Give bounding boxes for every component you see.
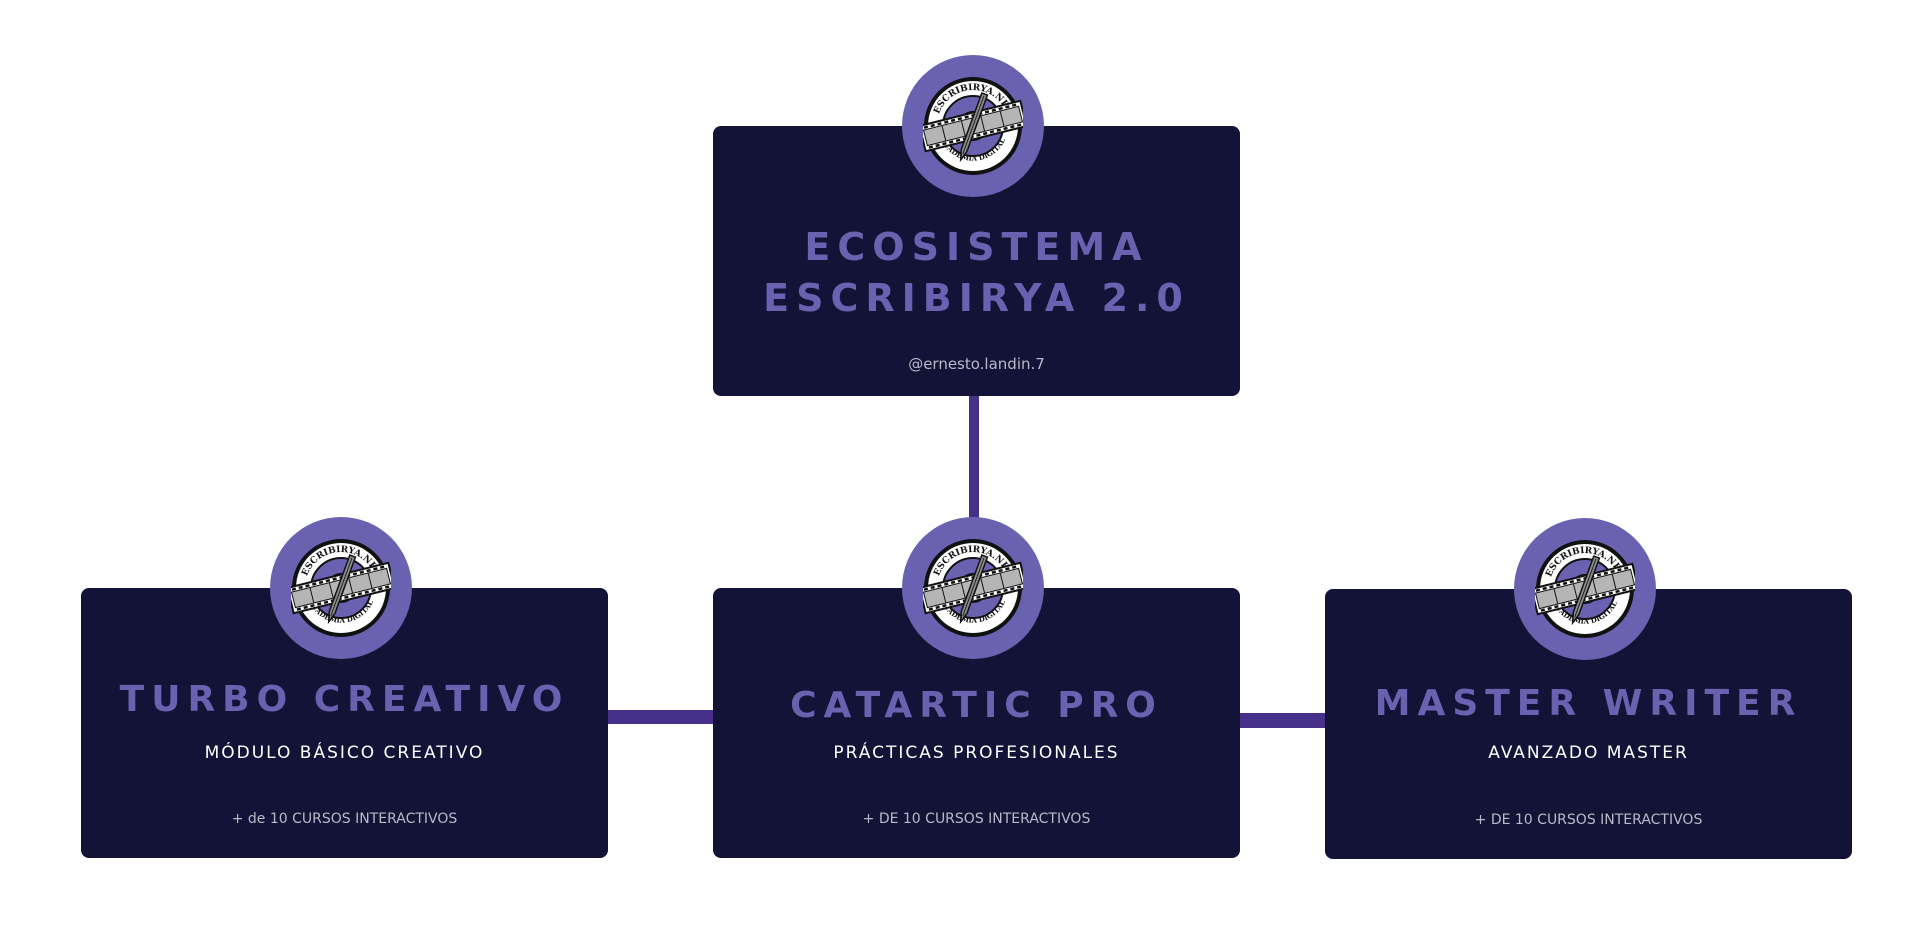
connector-left-to-center <box>607 710 713 724</box>
module-subtitle: MÓDULO BÁSICO CREATIVO <box>204 743 485 763</box>
module-footer: + de 10 CURSOS INTERACTIVOS <box>231 811 458 827</box>
module-footer: + DE 10 CURSOS INTERACTIVOS <box>1474 812 1703 828</box>
pen-icon <box>959 92 989 163</box>
pen-icon <box>1571 555 1601 626</box>
logo-badge-catartic-pro: ESCRIBIRYA.NETACADEMIA DIGITAL <box>902 517 1044 659</box>
logo-badge-root: ESCRIBIRYA.NETACADEMIA DIGITAL <box>902 55 1044 197</box>
connector-center-to-right <box>1239 713 1325 728</box>
module-title: CATARTIC PRO <box>790 685 1163 726</box>
logo-icon: ESCRIBIRYA.NETACADEMIA DIGITAL <box>291 539 391 637</box>
logo-badge-master-writer: ESCRIBIRYA.NETACADEMIA DIGITAL <box>1514 518 1656 660</box>
module-subtitle: AVANZADO MASTER <box>1488 743 1689 763</box>
pen-icon <box>327 554 357 625</box>
module-footer: + DE 10 CURSOS INTERACTIVOS <box>862 811 1091 827</box>
root-title-line-2: ESCRIBIRYA 2.0 <box>763 276 1190 320</box>
logo-badge-turbo-creativo: ESCRIBIRYA.NETACADEMIA DIGITAL <box>270 517 412 659</box>
logo-icon: ESCRIBIRYA.NETACADEMIA DIGITAL <box>1535 540 1635 638</box>
root-title-line-1: ECOSISTEMA <box>804 225 1149 269</box>
module-subtitle: PRÁCTICAS PROFESIONALES <box>833 743 1120 763</box>
logo-icon: ESCRIBIRYA.NETACADEMIA DIGITAL <box>923 539 1023 637</box>
pen-icon <box>959 554 989 625</box>
logo-icon: ESCRIBIRYA.NETACADEMIA DIGITAL <box>923 77 1023 175</box>
root-handle: @ernesto.landin.7 <box>908 355 1045 373</box>
module-title: TURBO CREATIVO <box>119 679 570 720</box>
root-title: ECOSISTEMA ESCRIBIRYA 2.0 <box>713 222 1240 324</box>
module-title: MASTER WRITER <box>1374 683 1803 724</box>
connector-root-to-center <box>969 390 979 525</box>
